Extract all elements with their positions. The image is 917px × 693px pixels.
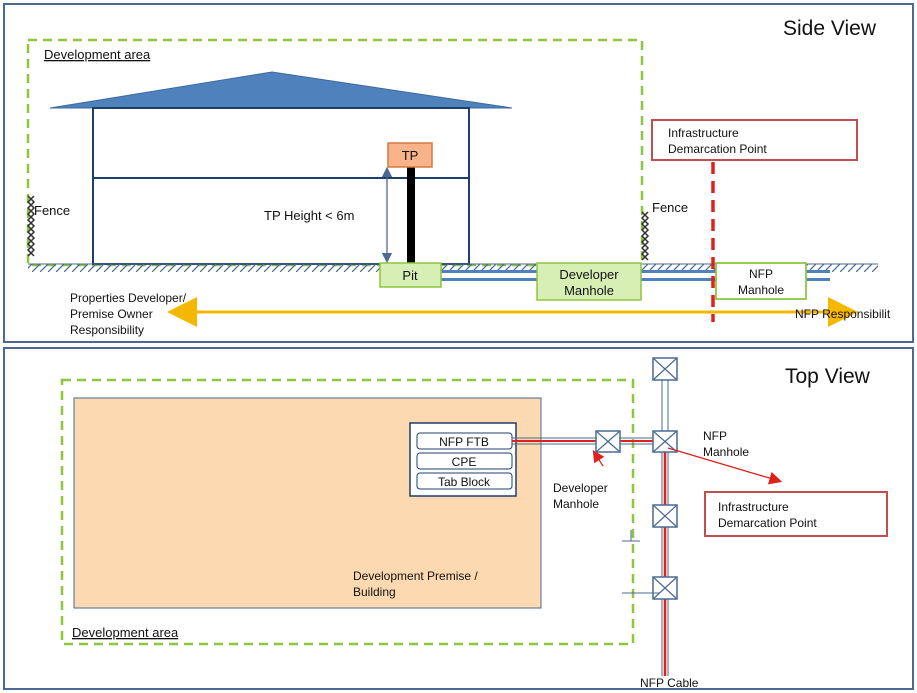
developer-manhole-box — [536, 262, 642, 301]
nfp-manhole-icon — [652, 430, 678, 453]
fence-left-icon — [26, 195, 36, 257]
top-demarcation-line2: Demarcation Point — [718, 516, 817, 530]
tab-block-label: Tab Block — [438, 475, 491, 489]
manhole-icon-top — [652, 357, 678, 381]
owner-responsibility-line2: Premise Owner — [70, 307, 153, 321]
tp-pole — [407, 167, 415, 263]
pit-box — [379, 262, 442, 288]
tp-label: TP — [402, 148, 419, 163]
cpe-box — [416, 452, 513, 470]
fence-left-label: Fence — [34, 203, 70, 218]
nfp-manhole-box — [715, 262, 807, 300]
top-demarcation-pointer — [667, 447, 783, 485]
fence-right-label: Fence — [652, 200, 688, 215]
owner-responsibility-line3: Responsibility — [70, 323, 144, 337]
pit-label: Pit — [402, 268, 418, 283]
tab-block-box — [416, 472, 513, 490]
developer-manhole-line1: Developer — [559, 267, 619, 282]
top-view-title: Top View — [785, 365, 871, 388]
cpe-label: CPE — [452, 455, 477, 469]
fence-right-icon-cross — [640, 211, 650, 261]
side-development-area-label: Development area — [44, 47, 151, 62]
top-development-area-boundary — [60, 378, 635, 646]
nfp-manhole-line2: Manhole — [738, 283, 784, 297]
premise-label-line2: Building — [353, 585, 396, 599]
developer-manhole-pointer — [592, 449, 605, 467]
side-demarcation-line1: Infrastructure — [668, 126, 739, 140]
top-development-area-label: Development area — [72, 625, 179, 640]
manhole-icon-middle — [652, 504, 678, 528]
house-walls — [92, 107, 470, 265]
fence-left-icon-cross — [26, 195, 36, 257]
manhole-icon-bottom — [652, 576, 678, 600]
tp-box — [387, 142, 433, 168]
premise-label-line1: Development Premise / — [353, 569, 478, 583]
developer-manhole-icon — [595, 430, 621, 453]
top-demarcation-line1: Infrastructure — [718, 500, 789, 514]
top-nfp-manhole-line2: Manhole — [703, 445, 749, 459]
ground-hatch — [28, 264, 878, 272]
top-developer-manhole-line2: Manhole — [553, 497, 599, 511]
side-demarcation-line2: Demarcation Point — [668, 142, 767, 156]
tp-height-label: TP Height < 6m — [264, 208, 354, 223]
top-developer-manhole-line1: Developer — [553, 481, 608, 495]
developer-manhole-line2: Manhole — [564, 283, 614, 298]
nfp-manhole-line1: NFP — [749, 267, 773, 281]
nfp-ftb-label: NFP FTB — [439, 435, 489, 449]
side-demarcation-box — [651, 119, 858, 161]
fence-right-icon — [640, 211, 650, 261]
owner-responsibility-line1: Properties Developer/ — [70, 291, 187, 305]
top-demarcation-box — [704, 491, 888, 537]
nfp-cable-label: NFP Cable — [640, 676, 699, 690]
nfp-responsibility-label: NFP Responsibilit — [795, 307, 891, 321]
top-nfp-manhole-line1: NFP — [703, 429, 727, 443]
side-view-title: Side View — [783, 17, 877, 40]
